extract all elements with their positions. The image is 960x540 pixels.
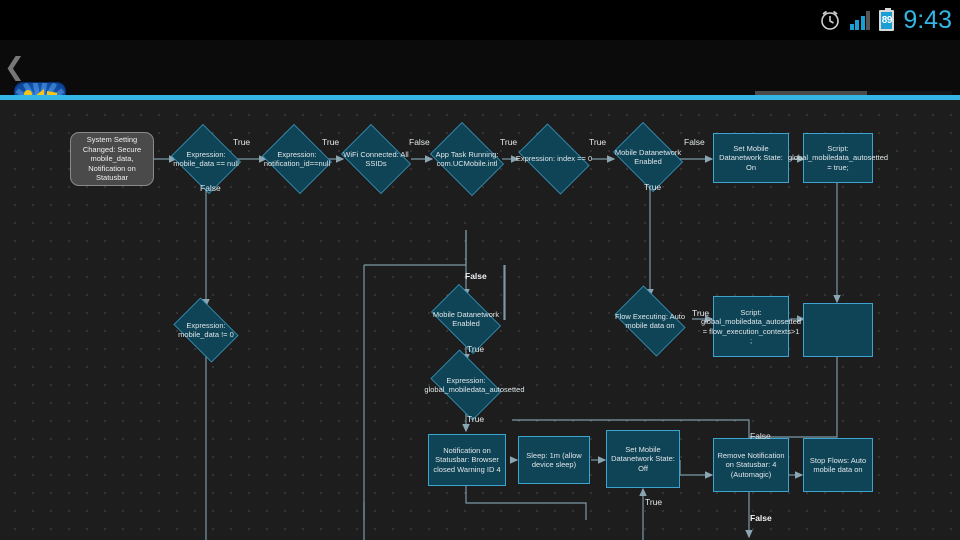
edge-label-true: True [500,137,518,147]
node-label: Mobile Datanetwork Enabled [614,147,682,167]
edge-label-false: False [684,137,705,147]
node-label: Remove Notification on Statusbar: 4 (Aut… [717,450,785,479]
flow-node-action[interactable]: Sleep: 1m (allow device sleep) [518,436,590,484]
edge-label-false: False [750,431,771,441]
node-label: Set Mobile Datanetwork State: Off [611,444,675,473]
status-clock: 9:43 [903,5,952,34]
header-divider [0,95,960,100]
node-label: Expression: mobile_data == null [173,149,239,169]
flow-node-condition[interactable]: WiFi Connected: All SSIDs [336,124,416,194]
battery-level: 89 [881,14,893,26]
flow-canvas[interactable]: System Setting Changed: Secure mobile_da… [0,100,960,540]
node-label: Mobile Datanetwork Enabled [432,309,500,329]
edge-label-true: True [467,344,485,354]
node-label: Flow Executing: Auto mobile data on [614,311,686,331]
node-label: Set Mobile Datanetwork State: On [719,143,783,172]
node-label: Expression: index == 0 [515,154,593,164]
node-label: Expression: global_mobiledata_autosetted [424,375,525,395]
flow-node-action[interactable]: Notification on Statusbar: Browser close… [428,434,506,486]
edge-label-true: True [589,137,607,147]
flow-node-action[interactable]: Remove Notification on Statusbar: 4 (Aut… [713,438,789,492]
node-label: Stop Flows: Auto mobile data on [809,455,867,475]
battery-icon: 89 [879,7,895,31]
flow-node-action-empty[interactable] [803,303,873,357]
title-bar: ❮ Auto mob [0,40,960,134]
icon-wifi-glyph [35,89,44,96]
flow-node-condition[interactable]: App Task Running: com.UCMobile.intl [425,122,509,196]
status-bar-right: 89 9:43 [819,0,952,40]
node-label: App Task Running: com.UCMobile.intl [435,149,499,169]
node-label: Sleep: 1m (allow device sleep) [526,450,582,470]
flow-node-condition[interactable]: Expression: notification_id==null [259,124,335,194]
node-label: Script: global_mobiledata_autosetted = f… [700,307,802,346]
node-label: Expression: notification_id==null [263,149,331,169]
flow-node-action[interactable]: Stop Flows: Auto mobile data on [803,438,873,492]
edge-label-false: False [750,513,772,523]
connector-layer [152,155,841,540]
edge-label-true: True [233,137,251,147]
flow-node-condition[interactable]: Expression: index == 0 [512,123,596,195]
icon-sun-glyph [24,90,32,98]
node-label: Script: global_mobiledata_autosetted = t… [787,143,889,172]
flow-node-condition[interactable]: Mobile Datanetwork Enabled [608,122,688,192]
edge-label-true: True [692,308,710,318]
edge-label-true: True [322,137,340,147]
flow-node-action[interactable]: Set Mobile Datanetwork State: Off [606,430,680,488]
node-label: System Setting Changed: Secure mobile_da… [82,135,142,183]
status-bar: 89 9:43 [0,0,960,40]
node-label: Notification on Statusbar: Browser close… [433,445,501,474]
flow-node-condition[interactable]: Expression: mobile_data == null [168,124,244,194]
node-label: Expression: mobile_data != 0 [178,320,234,340]
flow-node-action[interactable]: Set Mobile Datanetwork State: On [713,133,789,183]
alarm-clock-icon [819,9,841,31]
edge-label-false: False [200,183,221,193]
edge-label-false: False [465,271,487,281]
flow-node-condition[interactable]: Expression: global_mobiledata_autosetted [424,349,525,421]
node-label: WiFi Connected: All SSIDs [343,149,409,169]
flow-node-action[interactable]: Script: global_mobiledata_autosetted = f… [701,296,801,357]
flow-node-condition[interactable]: Mobile Datanetwork Enabled [424,284,508,354]
back-chevron-icon[interactable]: ❮ [4,53,25,81]
edge-label-true: True [645,497,663,507]
flow-node-trigger[interactable]: System Setting Changed: Secure mobile_da… [70,132,154,186]
edge-label-true: True [644,182,662,192]
icon-flag-glyph [47,91,57,98]
flow-node-condition[interactable]: Flow Executing: Auto mobile data on [608,285,692,357]
flow-node-action[interactable]: Script: global_mobiledata_autosetted = t… [788,133,888,183]
edge-label-false: False [409,137,430,147]
edge-label-true: True [467,414,485,424]
signal-bars-icon [849,10,871,30]
flow-node-condition[interactable]: Expression: mobile_data != 0 [168,297,244,363]
